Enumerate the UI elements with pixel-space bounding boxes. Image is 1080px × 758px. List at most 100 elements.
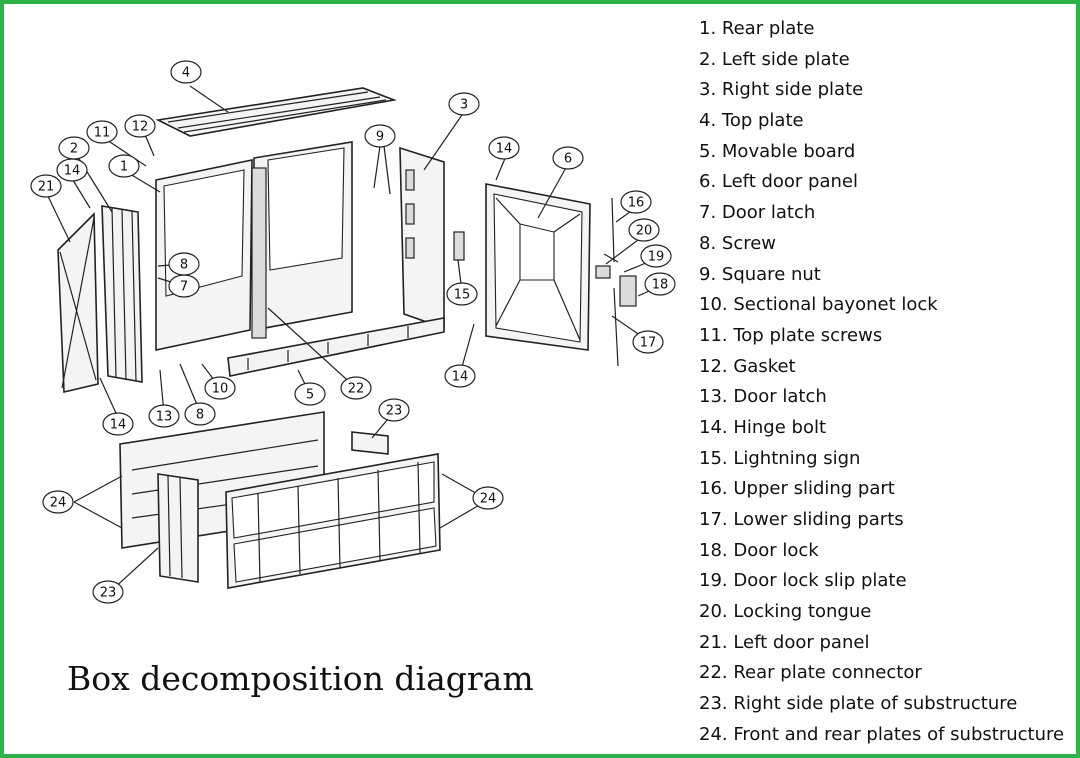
callout-number: 17 <box>640 336 657 351</box>
callout-number: 13 <box>156 410 173 425</box>
callout-3: 3 <box>448 92 480 116</box>
legend-item: 7. Door latch <box>699 202 816 224</box>
legend-item: 11. Top plate screws <box>699 324 883 346</box>
legend-item: 17. Lower sliding parts <box>699 509 904 530</box>
callout-19: 19 <box>640 244 672 268</box>
callout-number: 10 <box>212 382 229 397</box>
parts-legend: 1. Rear plate 2. Left side plate 3. Righ… <box>699 14 1064 751</box>
callout-14: 14 <box>444 364 476 388</box>
callout-7: 7 <box>168 274 200 298</box>
callout-number: 19 <box>648 250 665 265</box>
callout-14: 14 <box>102 412 134 436</box>
callout-number: 14 <box>110 418 127 433</box>
callout-9: 9 <box>364 124 396 148</box>
callout-8: 8 <box>168 252 200 276</box>
callout-21: 21 <box>30 174 62 198</box>
legend-item: 8. Screw <box>699 232 777 254</box>
exploded-view-drawing: 1234567889101112131414141415161718192021… <box>30 60 676 604</box>
diagram-caption: Box decomposition diagram <box>67 659 534 698</box>
rear-plate-drawing <box>155 141 353 351</box>
callout-number: 14 <box>496 142 513 157</box>
callout-number: 5 <box>306 388 314 403</box>
callout-number: 24 <box>50 496 67 511</box>
callout-24: 24 <box>472 486 504 510</box>
legend-item: 10. Sectional bayonet lock <box>699 294 938 316</box>
left-side-plate-drawing <box>101 205 143 383</box>
callout-23: 23 <box>92 580 124 604</box>
callout-11: 11 <box>86 120 118 144</box>
movable-board-drawing <box>227 317 445 377</box>
callout-20: 20 <box>628 218 660 242</box>
callout-2: 2 <box>58 136 90 160</box>
callout-number: 9 <box>376 130 384 145</box>
legend-item: 14. Hinge bolt <box>699 416 827 438</box>
callout-number: 12 <box>132 120 149 135</box>
callout-14: 14 <box>56 158 88 182</box>
callout-number: 20 <box>636 224 653 239</box>
callout-number: 24 <box>480 492 497 507</box>
callout-number: 3 <box>460 98 468 113</box>
right-side-plate-drawing <box>399 146 445 330</box>
callout-number: 14 <box>452 370 469 385</box>
legend-item: 2. Left side plate <box>699 48 850 70</box>
callout-number: 14 <box>64 164 81 179</box>
callout-22: 22 <box>340 376 372 400</box>
legend-item: 4. Top plate <box>699 110 804 132</box>
legend-item: 18. Door lock <box>699 539 819 561</box>
legend-item: 21. Left door panel <box>699 631 870 653</box>
callout-number: 11 <box>94 126 111 141</box>
callout-number: 16 <box>628 196 645 211</box>
callout-number: 4 <box>182 66 190 81</box>
legend-item: 9. Square nut <box>699 263 821 285</box>
callout-number: 8 <box>180 258 188 273</box>
left-door-panel-drawing <box>485 183 591 351</box>
legend-item: 15. Lightning sign <box>699 447 861 469</box>
legend-item: 3. Right side plate <box>699 79 864 101</box>
callout-number: 1 <box>120 160 128 175</box>
callout-13: 13 <box>148 404 180 428</box>
callout-number: 15 <box>454 288 471 303</box>
legend-item: 16. Upper sliding part <box>699 478 895 500</box>
legend-item: 20. Locking tongue <box>699 601 872 623</box>
legend-item: 12. Gasket <box>699 355 796 377</box>
callout-5: 5 <box>294 382 326 406</box>
legend-item: 6. Left door panel <box>699 171 858 193</box>
left-door-panel-small-drawing <box>57 212 99 394</box>
callout-number: 8 <box>196 408 204 423</box>
callout-23: 23 <box>378 398 410 422</box>
legend-item: 1. Rear plate <box>699 18 815 39</box>
substructure-side-plates-drawing <box>157 431 389 583</box>
legend-item: 23. Right side plate of substructure <box>699 693 1018 715</box>
callout-4: 4 <box>170 60 202 84</box>
callout-number: 18 <box>652 278 669 293</box>
callout-number: 21 <box>38 180 55 195</box>
lightning-sign-drawing <box>453 231 465 261</box>
callout-8: 8 <box>184 402 216 426</box>
legend-item: 5. Movable board <box>699 140 856 162</box>
callout-number: 23 <box>100 586 117 601</box>
legend-item: 19. Door lock slip plate <box>699 570 907 592</box>
callout-12: 12 <box>124 114 156 138</box>
legend-item: 24. Front and rear plates of substructur… <box>699 723 1065 745</box>
callout-1: 1 <box>108 154 140 178</box>
callout-number: 7 <box>180 280 188 295</box>
callout-15: 15 <box>446 282 478 306</box>
top-plate-drawing <box>155 87 397 137</box>
callout-24: 24 <box>42 490 74 514</box>
legend-item: 13. Door latch <box>699 386 827 408</box>
callout-17: 17 <box>632 330 664 354</box>
callout-number: 2 <box>70 142 78 157</box>
callout-6: 6 <box>552 146 584 170</box>
substructure-plates-drawing <box>119 411 441 589</box>
callout-16: 16 <box>620 190 652 214</box>
callout-14: 14 <box>488 136 520 160</box>
callout-18: 18 <box>644 272 676 296</box>
callout-number: 23 <box>386 404 403 419</box>
callout-10: 10 <box>204 376 236 400</box>
callout-number: 22 <box>348 382 365 397</box>
legend-item: 22. Rear plate connector <box>699 662 922 684</box>
sliding-parts-drawing <box>595 197 637 367</box>
callout-number: 6 <box>564 152 572 167</box>
